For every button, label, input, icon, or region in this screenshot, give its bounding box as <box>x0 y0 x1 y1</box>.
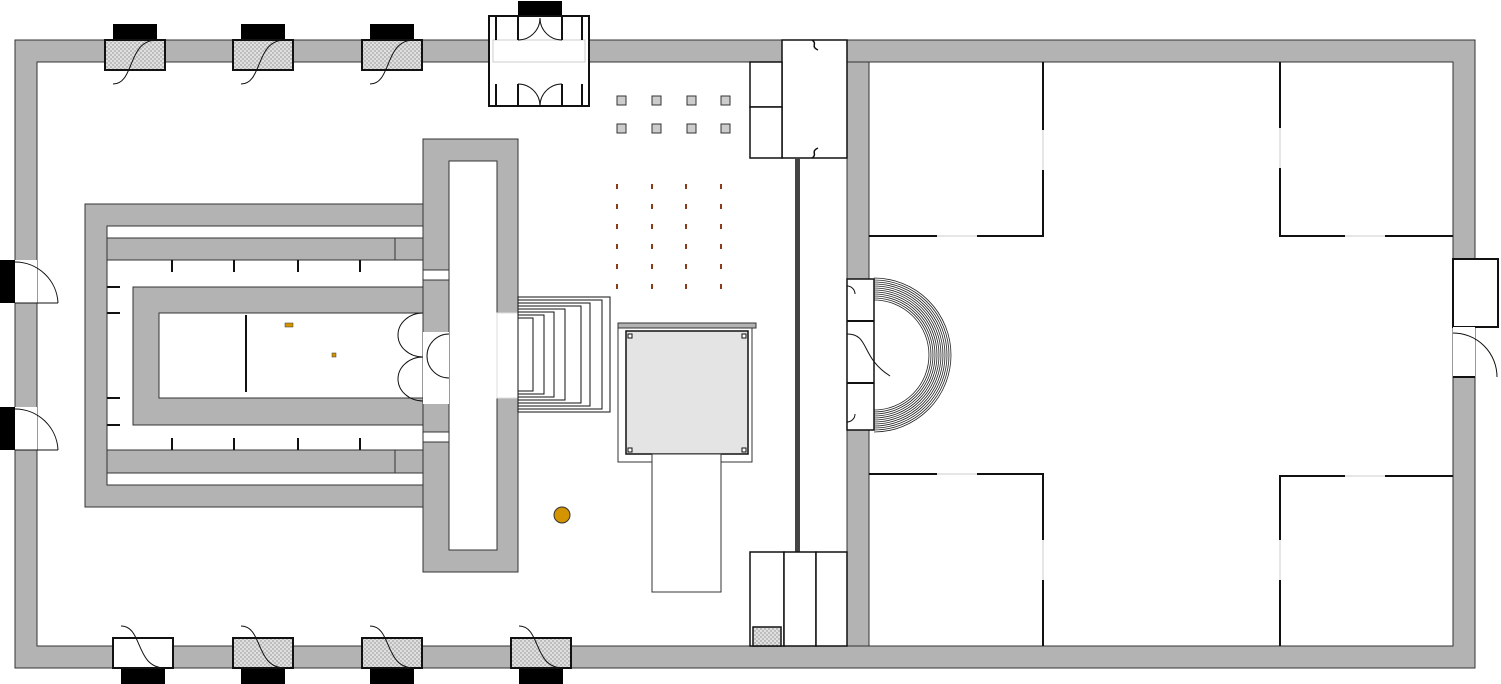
door-swing <box>120 625 166 669</box>
stair-tread <box>873 281 948 429</box>
door-frame <box>232 39 294 71</box>
column-marker <box>616 284 618 289</box>
column-marker <box>616 244 618 249</box>
column-marker <box>720 224 722 229</box>
column-square <box>686 95 697 106</box>
column-marker <box>720 204 722 209</box>
ornament-dot <box>331 352 337 358</box>
column-marker <box>616 184 618 189</box>
ornament-circle <box>553 506 571 524</box>
stair-tread <box>873 291 938 419</box>
hall-divider-wall <box>846 61 870 647</box>
north-passage <box>749 39 848 159</box>
column-marker <box>616 264 618 269</box>
door-block <box>519 668 563 684</box>
column-square <box>720 123 731 134</box>
column-marker <box>651 284 653 289</box>
column-marker <box>651 244 653 249</box>
ramp <box>651 453 722 593</box>
door-block <box>518 1 562 16</box>
column-marker <box>720 244 722 249</box>
stair-tread <box>873 289 940 421</box>
door-block <box>0 260 15 303</box>
column-square <box>616 95 627 106</box>
column-marker <box>685 264 687 269</box>
column-marker <box>685 244 687 249</box>
column-marker <box>720 264 722 269</box>
stair-tread <box>873 279 950 431</box>
door-frame <box>510 637 572 669</box>
door-swing <box>14 261 59 304</box>
door-block <box>370 24 414 40</box>
door-block <box>0 407 15 450</box>
column-square <box>720 95 731 106</box>
stair-tread <box>873 295 934 415</box>
door-block <box>241 24 285 40</box>
door-swing <box>369 39 415 85</box>
room-bottom-right <box>1279 475 1453 646</box>
tower-wall <box>422 138 519 573</box>
door-swing <box>14 408 59 451</box>
south-service-rooms <box>749 551 848 647</box>
east-door <box>1452 258 1499 378</box>
door-frame <box>361 637 423 669</box>
column-marker <box>685 184 687 189</box>
long-divider <box>795 158 800 552</box>
room-top-left <box>869 62 1044 237</box>
stair-tread <box>873 299 930 411</box>
column-square <box>616 123 627 134</box>
column-square <box>651 95 662 106</box>
door-swing <box>112 39 158 85</box>
door-opening <box>15 407 37 450</box>
stair-door-unit <box>846 278 891 431</box>
room-bottom-left <box>869 473 1044 646</box>
column-grid <box>616 95 731 134</box>
door-opening <box>15 260 37 303</box>
column-marker <box>651 184 653 189</box>
column-marker <box>720 284 722 289</box>
door-block <box>113 24 157 40</box>
stair-tread <box>873 297 932 413</box>
outer-walls <box>14 39 1476 669</box>
column-marker <box>616 224 618 229</box>
stair-tread <box>873 283 946 427</box>
room-top-right <box>1279 62 1453 237</box>
column-marker <box>685 204 687 209</box>
ornament-small <box>284 322 294 328</box>
vestibule-walls <box>495 16 583 106</box>
door-swing <box>240 625 286 669</box>
column-marker <box>616 204 618 209</box>
column-square <box>686 123 697 134</box>
stair-tread <box>873 277 952 433</box>
door-block <box>241 668 285 684</box>
stair-tread <box>873 293 936 417</box>
vestibule-door-swing <box>517 17 563 107</box>
column-marker <box>685 224 687 229</box>
door-swing <box>369 625 415 669</box>
door-frame <box>361 39 423 71</box>
column-square <box>651 123 662 134</box>
column-marker <box>720 184 722 189</box>
door-block <box>370 668 414 684</box>
column-markers <box>616 184 722 289</box>
door-block <box>121 668 165 684</box>
column-marker <box>651 264 653 269</box>
stair-tread <box>873 287 942 423</box>
door-swing <box>240 39 286 85</box>
door-swing <box>518 625 564 669</box>
semicircular-stair <box>873 277 952 433</box>
stair-step <box>517 317 534 392</box>
doors <box>0 1 590 684</box>
side-rooms <box>869 62 1453 646</box>
vestibule-threshold <box>492 39 586 63</box>
column-marker <box>651 204 653 209</box>
main-stair <box>517 296 611 413</box>
stair-tread <box>873 285 944 425</box>
column-marker <box>651 224 653 229</box>
sanctuary-complex <box>84 203 424 508</box>
column-marker <box>685 284 687 289</box>
altar-platform <box>617 322 757 593</box>
